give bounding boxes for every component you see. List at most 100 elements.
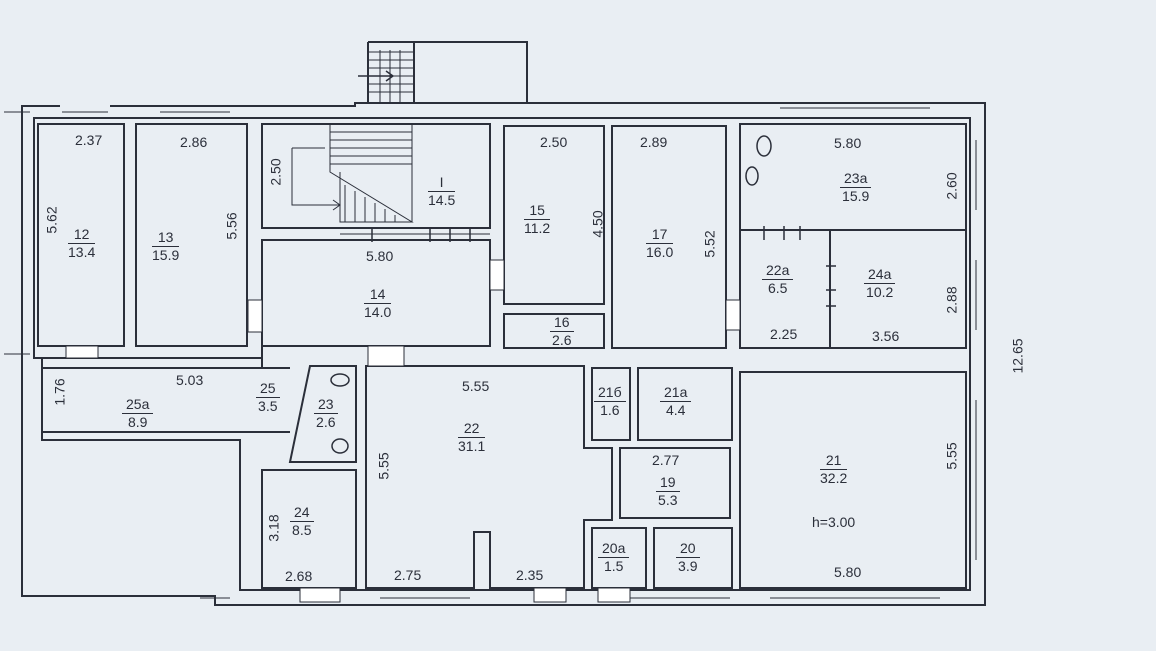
room-area: 8.9 xyxy=(127,414,148,430)
room-area: 4.4 xyxy=(665,402,686,418)
stairwell-treads xyxy=(291,124,414,223)
room-area: 3.5 xyxy=(258,398,278,414)
room-21b-walls xyxy=(591,367,631,441)
room-area: 32.2 xyxy=(820,470,848,486)
room-area: 11.2 xyxy=(524,220,551,236)
sink-fixture xyxy=(745,166,759,186)
room-24a-walls xyxy=(829,229,967,349)
room-number: 17 xyxy=(646,226,674,244)
toilet-fixture-23 xyxy=(330,373,350,387)
dim-1-76: 1.76 xyxy=(51,378,68,406)
room-area: 14.5 xyxy=(428,192,456,208)
dim-2-89: 2.89 xyxy=(640,134,668,150)
room-15-walls xyxy=(503,125,605,305)
room-number: 25а xyxy=(122,396,154,414)
room-area: 15.9 xyxy=(152,247,180,263)
dim-5-03: 5.03 xyxy=(176,372,204,388)
room-number: 22 xyxy=(458,420,486,438)
room-area: 5.3 xyxy=(658,492,678,508)
entrance-stair xyxy=(367,41,528,103)
room-number: 21б xyxy=(594,384,626,402)
room-number: 20 xyxy=(676,540,700,558)
room-area: 2.6 xyxy=(552,332,572,348)
dim-2-68: 2.68 xyxy=(285,568,313,584)
room-number: 13 xyxy=(152,229,180,247)
room-area: 15.9 xyxy=(842,188,870,204)
dim-4-50: 4.50 xyxy=(589,210,606,238)
dim-2-77: 2.77 xyxy=(652,452,680,468)
entrance-arrow xyxy=(358,70,395,82)
dim-12-65: 12.65 xyxy=(1009,338,1026,374)
dim-5-62: 5.62 xyxy=(43,206,60,234)
dim-2-60: 2.60 xyxy=(943,172,960,200)
room-23-walls xyxy=(288,365,357,463)
room-number: 23 xyxy=(314,396,338,414)
dim-2-88: 2.88 xyxy=(943,286,960,314)
dim-5-52: 5.52 xyxy=(701,230,718,258)
room-area: 1.6 xyxy=(600,402,620,418)
room-number: 23а xyxy=(840,170,872,188)
room-20-walls xyxy=(653,527,733,589)
room-16-walls xyxy=(503,313,605,349)
exterior-wall-inner xyxy=(33,117,971,591)
room-number: 24а xyxy=(864,266,896,284)
dim-2-37: 2.37 xyxy=(75,132,103,148)
dim-2-50: 2.50 xyxy=(540,134,568,150)
room-area: 1.5 xyxy=(603,558,624,574)
room-19-walls xyxy=(619,447,731,519)
room-area: 8.5 xyxy=(292,522,312,538)
dim-3-56: 3.56 xyxy=(872,328,900,344)
room-area: 6.5 xyxy=(767,280,788,296)
room-number: 20а xyxy=(598,540,630,558)
partition-ticks xyxy=(763,226,836,307)
window-marks xyxy=(60,104,977,599)
dim-2-25: 2.25 xyxy=(770,326,798,342)
room-area: 3.9 xyxy=(678,558,698,574)
ceiling-height: h=3.00 xyxy=(812,514,856,530)
dim-2-35: 2.35 xyxy=(516,567,544,583)
room-number: 24 xyxy=(290,504,314,522)
room-number: 21а xyxy=(660,384,692,402)
room-number: 15 xyxy=(524,202,551,220)
dim-2-86: 2.86 xyxy=(180,134,208,150)
room-number: 12 xyxy=(68,226,96,244)
dim-5-55-h: 5.55 xyxy=(462,378,490,394)
dim-5-80-bottom: 5.80 xyxy=(834,564,862,580)
room-13-walls xyxy=(135,123,248,347)
dim-2-50-stair: 2.50 xyxy=(267,158,284,186)
toilet-fixture-23b xyxy=(331,438,349,454)
stair-ticks xyxy=(340,228,490,242)
room-22-walls xyxy=(365,365,613,589)
dim-3-18: 3.18 xyxy=(265,514,282,542)
dim-5-55-v: 5.55 xyxy=(375,452,392,480)
room-area: 14.0 xyxy=(364,304,392,320)
exterior-wall-outer xyxy=(21,102,986,606)
room-number: 25 xyxy=(256,380,280,398)
dim-5-80-top: 5.80 xyxy=(834,135,862,151)
room-number: 21 xyxy=(820,452,848,470)
room-21a-walls xyxy=(637,367,733,441)
stairwell-walls xyxy=(261,123,491,229)
dim-2-75: 2.75 xyxy=(394,567,422,583)
room-area: 2.6 xyxy=(316,414,336,430)
room-number: 22а xyxy=(762,262,794,280)
room-number: 19 xyxy=(656,474,680,492)
door-marks xyxy=(65,259,741,603)
